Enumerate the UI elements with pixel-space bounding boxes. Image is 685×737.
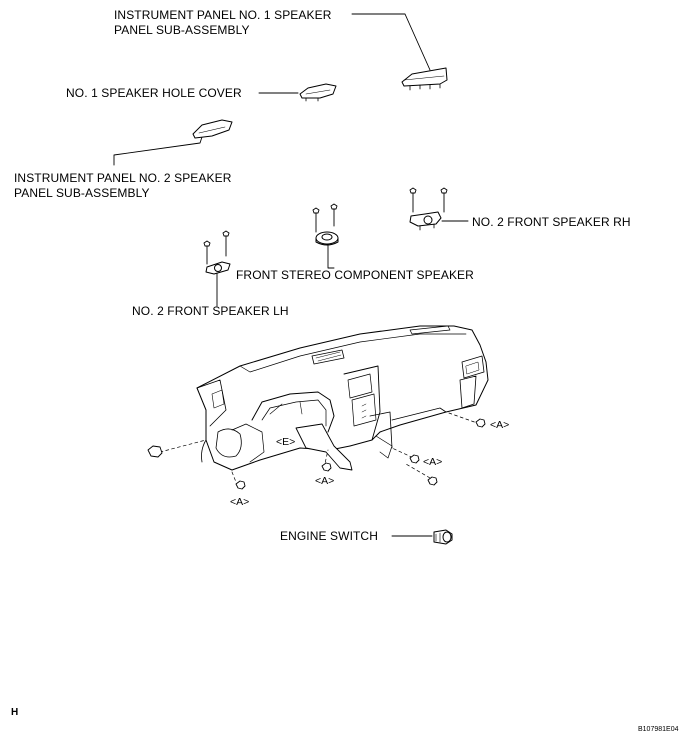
callout-a-center: <A> xyxy=(315,475,335,487)
label-ip-no2-speaker-panel-line1: INSTRUMENT PANEL NO. 2 SPEAKER xyxy=(14,171,232,185)
leader-lines xyxy=(113,13,469,537)
figure-code: B107981E04 xyxy=(638,726,679,733)
label-no2-front-speaker-lh: NO. 2 FRONT SPEAKER LH xyxy=(132,304,289,318)
callout-a-center-right: <A> xyxy=(423,456,443,468)
corner-letter: H xyxy=(11,707,19,718)
instrument-panel-assembly xyxy=(196,325,489,471)
front-speaker-lh-part xyxy=(205,261,231,275)
label-no2-front-speaker-rh: NO. 2 FRONT SPEAKER RH xyxy=(472,215,631,229)
label-engine-switch: ENGINE SWITCH xyxy=(280,529,378,543)
front-speaker-rh-part xyxy=(409,211,442,231)
callout-a-right: <A> xyxy=(490,419,510,431)
engine-switch-part xyxy=(433,529,453,545)
screws xyxy=(203,187,448,265)
no1-speaker-panel-part xyxy=(401,67,448,91)
callout-a-left: <A> xyxy=(230,496,250,508)
front-stereo-speaker-part xyxy=(315,231,339,246)
speaker-hole-cover-part xyxy=(299,83,337,102)
no2-speaker-panel-part xyxy=(192,119,233,139)
label-ip-no2-speaker-panel-line2: PANEL SUB-ASSEMBLY xyxy=(14,186,150,200)
label-no1-speaker-hole-cover: NO. 1 SPEAKER HOLE COVER xyxy=(66,86,242,100)
label-ip-no1-speaker-panel-line1: INSTRUMENT PANEL NO. 1 SPEAKER xyxy=(114,8,332,22)
bolts xyxy=(147,418,486,490)
label-front-stereo-component-speaker: FRONT STEREO COMPONENT SPEAKER xyxy=(236,268,474,282)
label-ip-no1-speaker-panel-line2: PANEL SUB-ASSEMBLY xyxy=(114,23,250,37)
callout-e: <E> xyxy=(276,436,296,448)
